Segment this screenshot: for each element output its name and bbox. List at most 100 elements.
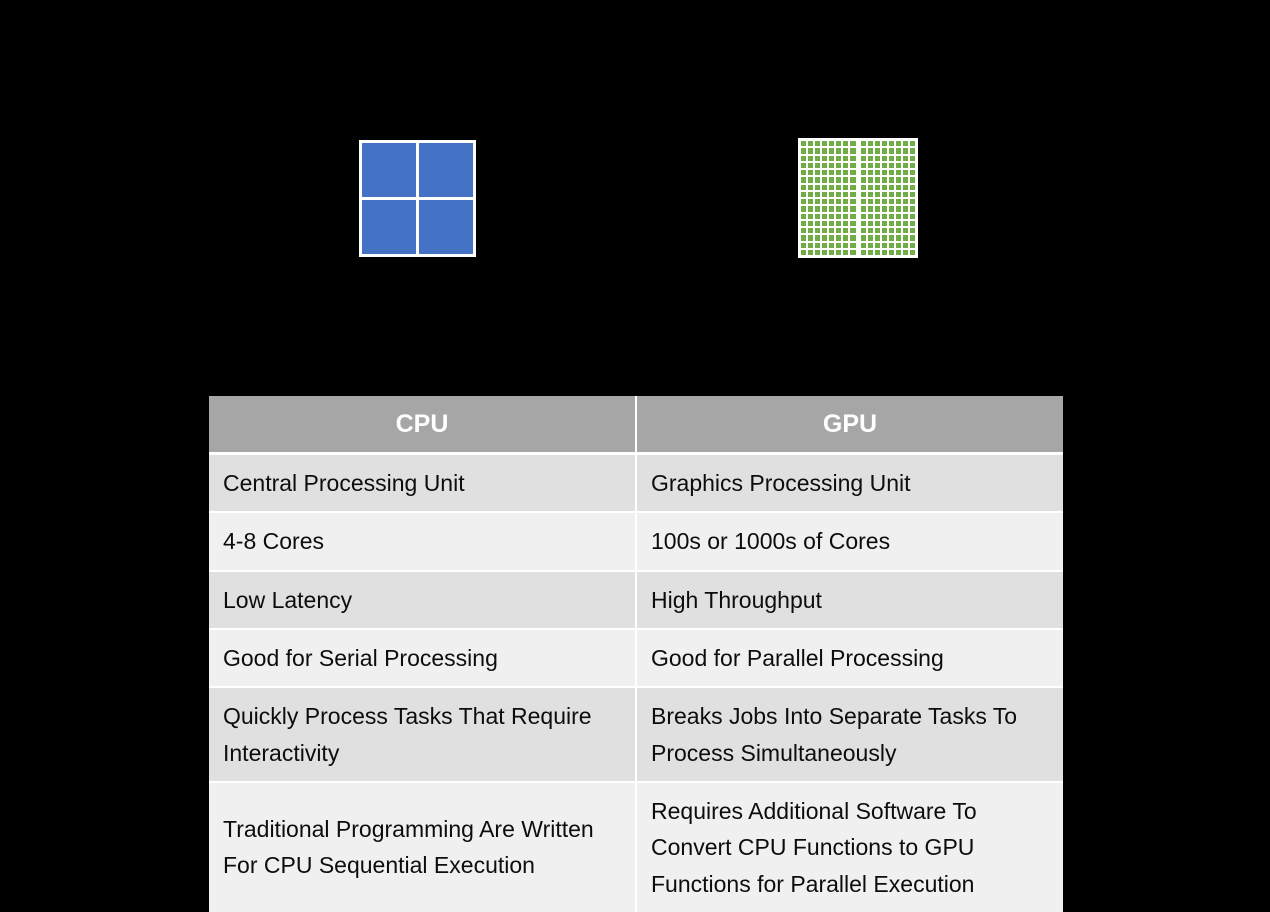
gpu-core (881, 235, 887, 241)
gpu-core (909, 170, 915, 176)
gpu-core (808, 249, 814, 255)
gpu-core (822, 206, 828, 212)
gpu-core (829, 184, 835, 190)
gpu-core (801, 155, 807, 161)
gpu-core (874, 148, 880, 154)
gpu-core (888, 177, 894, 183)
gpu-core (895, 249, 901, 255)
gpu-core (888, 220, 894, 226)
gpu-core (815, 220, 821, 226)
gpu-core (860, 249, 866, 255)
gpu-core (815, 177, 821, 183)
gpu-core (888, 162, 894, 168)
gpu-core (801, 199, 807, 205)
gpu-core (874, 184, 880, 190)
gpu-core (836, 162, 842, 168)
gpu-core (808, 162, 814, 168)
column-header-cpu: CPU (209, 396, 637, 455)
gpu-core (850, 148, 856, 154)
gpu-core (829, 213, 835, 219)
gpu-core (836, 220, 842, 226)
gpu-core (815, 206, 821, 212)
gpu-core (888, 235, 894, 241)
gpu-core (815, 228, 821, 234)
gpu-core (909, 235, 915, 241)
gpu-core (895, 148, 901, 154)
gpu-core (850, 141, 856, 147)
gpu-core (895, 206, 901, 212)
gpu-core (843, 141, 849, 147)
gpu-core (850, 220, 856, 226)
gpu-core (850, 235, 856, 241)
gpu-core (801, 184, 807, 190)
cell-gpu: Requires Additional Software To Convert … (637, 782, 1063, 912)
gpu-core (822, 141, 828, 147)
gpu-core (801, 206, 807, 212)
gpu-core (867, 184, 873, 190)
gpu-core (867, 177, 873, 183)
column-header-gpu: GPU (637, 396, 1063, 455)
gpu-core (801, 235, 807, 241)
gpu-core (867, 199, 873, 205)
gpu-core (881, 199, 887, 205)
gpu-core (829, 235, 835, 241)
gpu-core (843, 170, 849, 176)
gpu-core (822, 235, 828, 241)
gpu-core (808, 242, 814, 248)
gpu-core (902, 162, 908, 168)
cell-cpu: Quickly Process Tasks That Require Inter… (209, 688, 637, 783)
gpu-core (867, 148, 873, 154)
gpu-core (836, 170, 842, 176)
gpu-core (867, 228, 873, 234)
gpu-core (843, 213, 849, 219)
gpu-core (874, 242, 880, 248)
gpu-core (909, 184, 915, 190)
gpu-core (895, 220, 901, 226)
gpu-core (801, 162, 807, 168)
cell-cpu: 4-8 Cores (209, 513, 637, 572)
gpu-core (895, 191, 901, 197)
table-header-row: CPU GPU (209, 396, 1063, 455)
cell-gpu: Good for Parallel Processing (637, 629, 1063, 689)
gpu-core (874, 206, 880, 212)
gpu-core (801, 220, 807, 226)
gpu-core (860, 184, 866, 190)
gpu-core (902, 235, 908, 241)
gpu-core (888, 206, 894, 212)
gpu-core (895, 184, 901, 190)
gpu-core (867, 155, 873, 161)
gpu-core (860, 242, 866, 248)
gpu-core (909, 162, 915, 168)
gpu-core (829, 249, 835, 255)
gpu-core (836, 235, 842, 241)
gpu-core (909, 249, 915, 255)
gpu-core (867, 191, 873, 197)
gpu-core (822, 220, 828, 226)
gpu-core (829, 177, 835, 183)
gpu-core (836, 242, 842, 248)
gpu-core (822, 148, 828, 154)
gpu-core (895, 228, 901, 234)
gpu-core (895, 170, 901, 176)
gpu-core (822, 228, 828, 234)
table-row: 4-8 Cores 100s or 1000s of Cores (209, 513, 1063, 572)
gpu-core (860, 191, 866, 197)
gpu-core (836, 249, 842, 255)
gpu-core (801, 249, 807, 255)
gpu-core (822, 242, 828, 248)
gpu-core (888, 170, 894, 176)
gpu-core (909, 199, 915, 205)
gpu-core (843, 220, 849, 226)
gpu-core (888, 249, 894, 255)
gpu-core (801, 141, 807, 147)
gpu-core (860, 220, 866, 226)
cpu-core (362, 200, 416, 254)
gpu-core (801, 148, 807, 154)
gpu-core (836, 191, 842, 197)
gpu-core (888, 213, 894, 219)
gpu-core (874, 220, 880, 226)
gpu-core (909, 228, 915, 234)
gpu-core (881, 206, 887, 212)
gpu-core (902, 220, 908, 226)
gpu-core (808, 228, 814, 234)
